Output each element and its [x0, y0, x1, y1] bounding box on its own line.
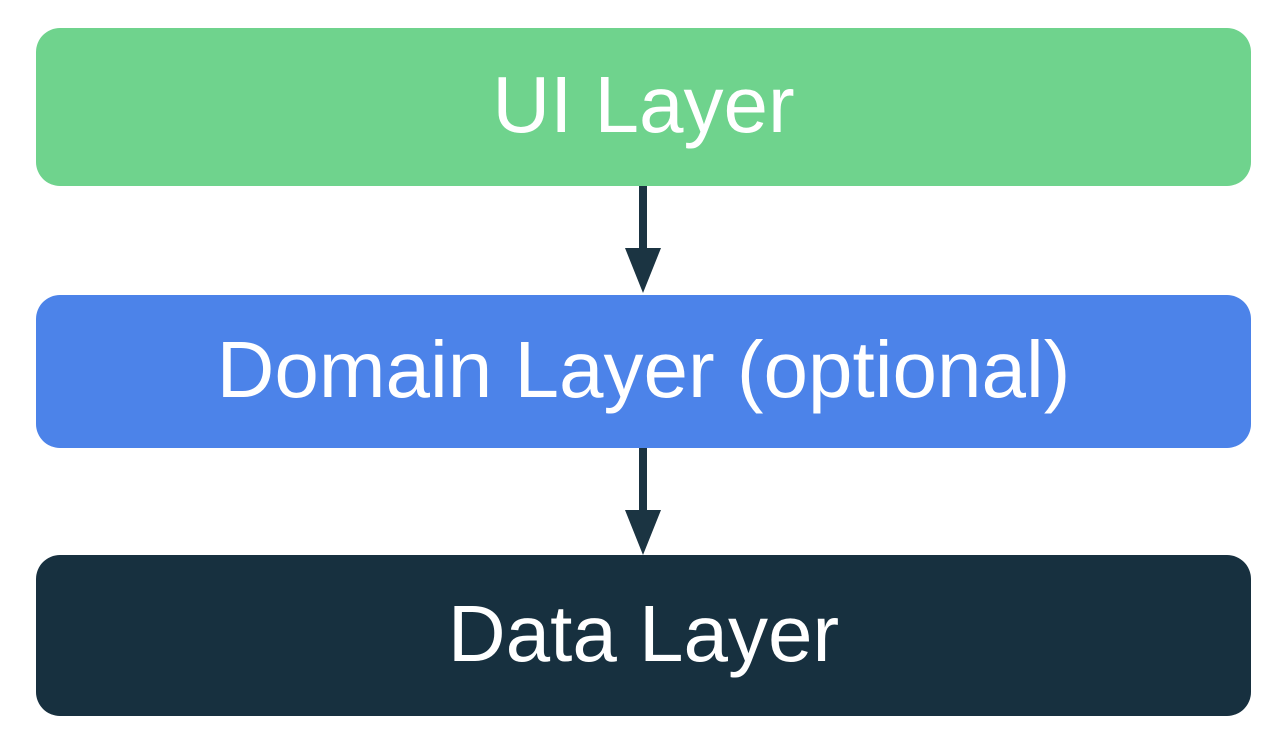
layer-box-data: Data Layer — [36, 555, 1251, 716]
arrow-down-icon — [625, 186, 661, 293]
layer-box-ui: UI Layer — [36, 28, 1251, 186]
arrow-down-icon — [625, 448, 661, 555]
arrow-domain-to-data — [625, 448, 661, 555]
layer-label-ui: UI Layer — [492, 60, 795, 149]
layer-box-domain: Domain Layer (optional) — [36, 295, 1251, 448]
layer-label-data: Data Layer — [447, 588, 840, 678]
arrow-ui-to-domain — [625, 186, 661, 293]
layer-label-domain: Domain Layer (optional) — [216, 324, 1071, 414]
